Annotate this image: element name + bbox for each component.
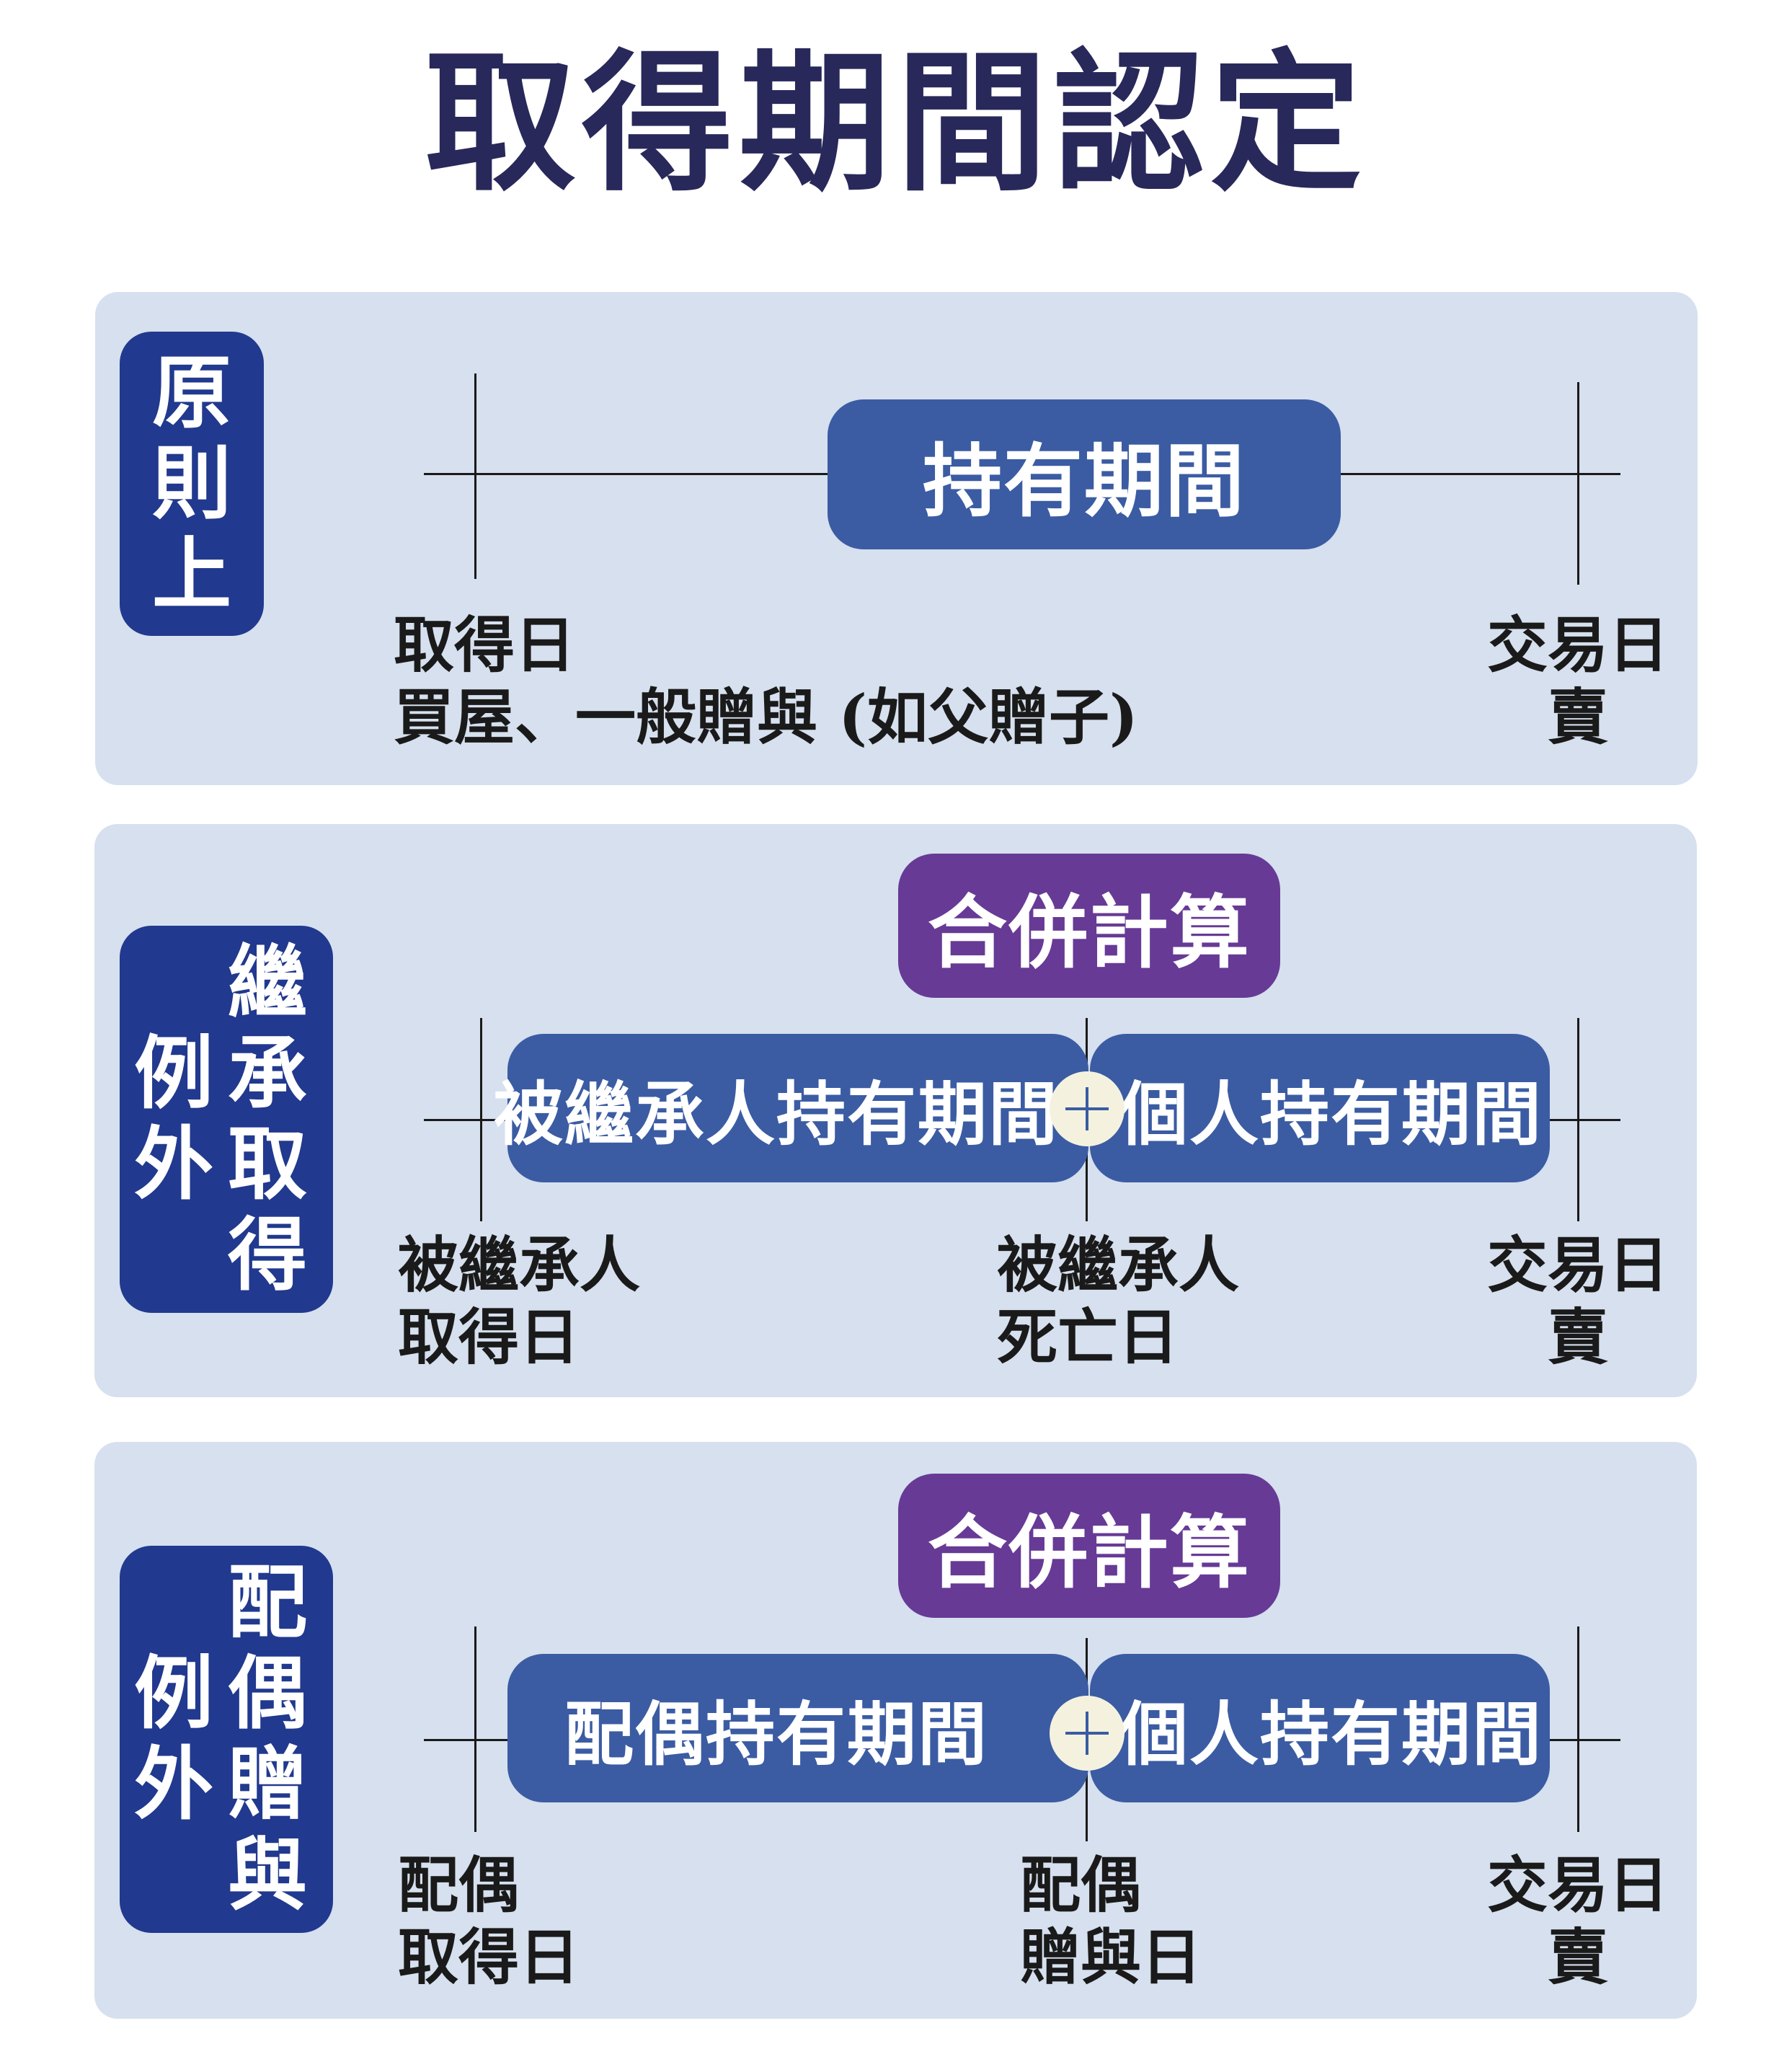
decedent-holding-period-pill: 被繼承人持有期間 (494, 1034, 1088, 1182)
tick-end (1577, 382, 1579, 585)
tag-principle: 原 則 上 (120, 332, 264, 636)
tag-char: 取 (228, 1117, 307, 1210)
label-acquisition-date: 取得日 買屋、一般贈與 (如父贈子) (394, 609, 1138, 753)
tick-end (1577, 1018, 1579, 1221)
tag-char: 得 (228, 1208, 307, 1301)
tag-char: 與 (228, 1828, 307, 1921)
label-decedent-acquisition-date: 被繼承人 取得日 (398, 1229, 641, 1373)
tag-char: 上 (152, 528, 231, 621)
tag-char: 承 (228, 1027, 307, 1120)
personal-holding-period-pill: 個人持有期間 (1090, 1654, 1550, 1802)
tag-spouse-gift: 例 外 配 偶 贈 與 (120, 1546, 333, 1933)
spouse-holding-period-pill: 配偶持有期間 (507, 1654, 1088, 1802)
tick-start (480, 1018, 482, 1221)
merge-calculation-pill: 合併計算 (898, 854, 1280, 998)
tag-char: 繼 (228, 936, 307, 1029)
tag-char: 例 (134, 1647, 213, 1740)
tag-char: 則 (152, 437, 231, 530)
label-spouse-gift-date: 配偶 贈與日 (1020, 1849, 1202, 1993)
tag-char: 原 (152, 346, 231, 439)
tag-char: 外 (134, 1738, 213, 1831)
label-transaction-date: 交易日 賣 (1486, 1849, 1669, 1993)
plus-icon (1050, 1071, 1125, 1146)
label-decedent-death-date: 被繼承人 死亡日 (997, 1229, 1240, 1373)
holding-period-pill: 持有期間 (828, 399, 1341, 549)
label-transaction-date: 交易日 賣 (1486, 1229, 1669, 1373)
page-title: 取得期間認定 (424, 34, 1367, 212)
tag-char: 例 (134, 1027, 213, 1120)
tag-char: 配 (228, 1556, 307, 1649)
label-transaction-date: 交易日 賣 (1486, 609, 1669, 753)
tag-char: 偶 (228, 1647, 307, 1740)
tag-char: 外 (134, 1117, 213, 1210)
personal-holding-period-pill: 個人持有期間 (1090, 1034, 1550, 1182)
tick-end (1577, 1626, 1579, 1832)
tick-start (474, 373, 476, 579)
tag-inheritance: 例 外 繼 承 取 得 (120, 926, 333, 1313)
label-spouse-acquisition-date: 配偶 取得日 (398, 1849, 580, 1993)
tick-start (474, 1626, 476, 1832)
tag-char: 贈 (228, 1738, 307, 1831)
merge-calculation-pill: 合併計算 (898, 1474, 1280, 1618)
plus-icon (1050, 1696, 1125, 1771)
